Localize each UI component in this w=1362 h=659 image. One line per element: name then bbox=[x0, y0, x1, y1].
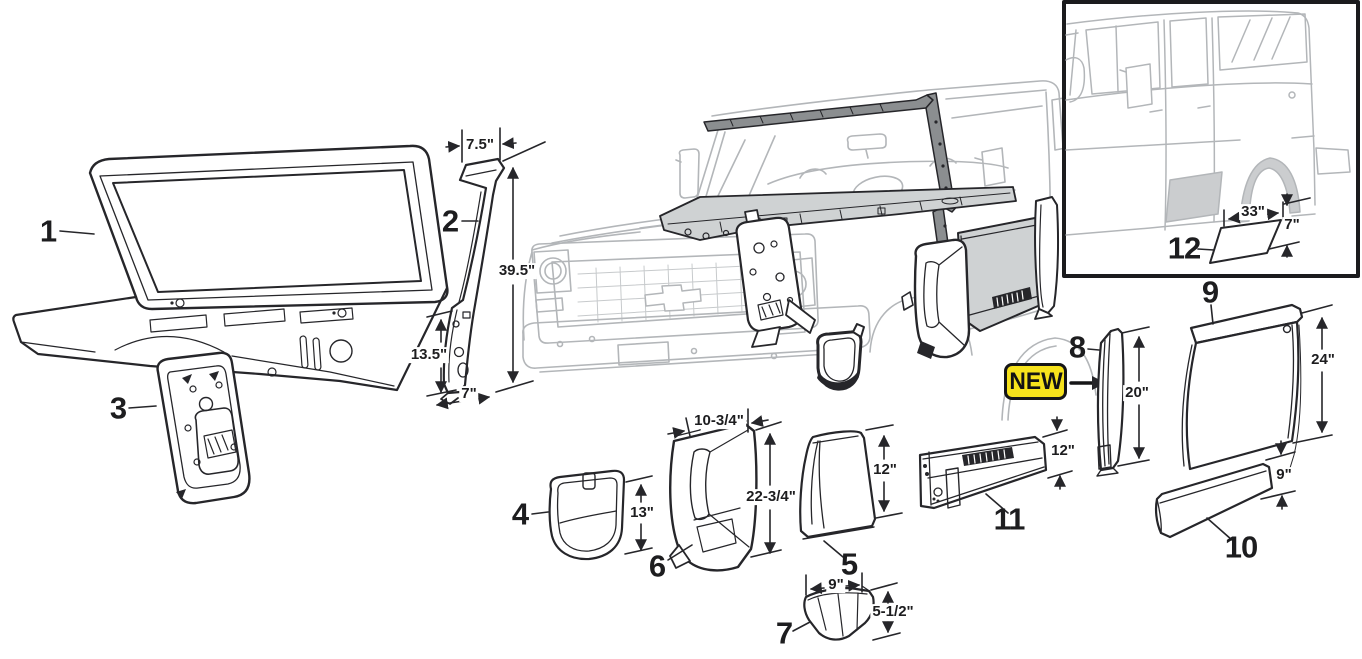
part-2-label: 2 bbox=[441, 203, 459, 239]
truck-front-illustration bbox=[522, 80, 1097, 421]
new-badge-text: NEW bbox=[1008, 367, 1063, 395]
part-5-dimension-lines bbox=[865, 424, 903, 519]
part-6-illustration bbox=[667, 415, 758, 572]
new-badge: NEW bbox=[1004, 363, 1067, 400]
part-11-label: 11 bbox=[993, 501, 1026, 537]
part-6-dim-width: 10-3/4" bbox=[692, 412, 746, 430]
inset-truck-side-view bbox=[1065, 10, 1351, 236]
part-4-dim-height: 13" bbox=[628, 504, 656, 522]
part-7-label: 7 bbox=[775, 615, 793, 651]
part-4-dimension-lines bbox=[624, 475, 653, 555]
part-3-illustration bbox=[128, 351, 251, 505]
part-11-dim-height: 12" bbox=[1049, 442, 1077, 460]
part-12-dim-height: 7" bbox=[1282, 216, 1302, 234]
part-3-label: 3 bbox=[109, 390, 127, 426]
part-8-dimension-lines bbox=[1117, 326, 1150, 467]
part-6-dimension-lines bbox=[667, 408, 782, 558]
part-4-label: 4 bbox=[511, 496, 529, 532]
part-1-label: 1 bbox=[39, 213, 57, 249]
part-9-label: 9 bbox=[1201, 274, 1219, 310]
part-8-illustration bbox=[1087, 327, 1125, 477]
part-6-label: 6 bbox=[648, 548, 666, 584]
part-9-dimension-lines bbox=[1292, 304, 1333, 444]
part-10-dim-height: 9" bbox=[1274, 466, 1294, 484]
part-7-dim-height: 5-1/2" bbox=[870, 603, 916, 621]
part-4-illustration bbox=[531, 469, 626, 561]
part-2-dim-bottom-width: 7" bbox=[459, 385, 479, 403]
part-8-dim-height: 20" bbox=[1123, 384, 1151, 402]
part-1-illustration bbox=[12, 144, 449, 392]
part-2-dim-lower-height: 13.5" bbox=[408, 346, 450, 364]
part-2-illustration bbox=[440, 157, 506, 405]
part-5-label: 5 bbox=[840, 546, 858, 582]
part-8-label: 8 bbox=[1068, 329, 1086, 365]
part-10-illustration bbox=[1154, 462, 1274, 541]
part-2-dim-top-width: 7.5" bbox=[464, 136, 496, 154]
part-12-dim-width: 33" bbox=[1239, 203, 1267, 221]
part-11-illustration bbox=[918, 435, 1048, 514]
part-9-dim-height: 24" bbox=[1309, 351, 1337, 369]
part-5-illustration bbox=[799, 430, 877, 558]
part-10-dimension-lines bbox=[1260, 440, 1296, 510]
inset-box bbox=[1062, 0, 1360, 278]
part-7-illustration bbox=[792, 585, 875, 641]
part-6-dim-height: 22-3/4" bbox=[744, 488, 798, 506]
part-2-dimension-lines bbox=[426, 127, 546, 410]
part-5-dim-height: 12" bbox=[871, 461, 899, 479]
part-10-label: 10 bbox=[1224, 529, 1258, 565]
part-2-dim-height: 39.5" bbox=[496, 262, 538, 280]
part-9-illustration bbox=[1181, 303, 1304, 473]
part-7-dimension-lines bbox=[805, 572, 901, 641]
part-12-label: 12 bbox=[1167, 230, 1201, 266]
part-11-dimension-lines bbox=[1042, 416, 1073, 490]
truck-highlighted-panels bbox=[659, 92, 1059, 391]
part-7-dim-width: 9" bbox=[826, 576, 846, 594]
